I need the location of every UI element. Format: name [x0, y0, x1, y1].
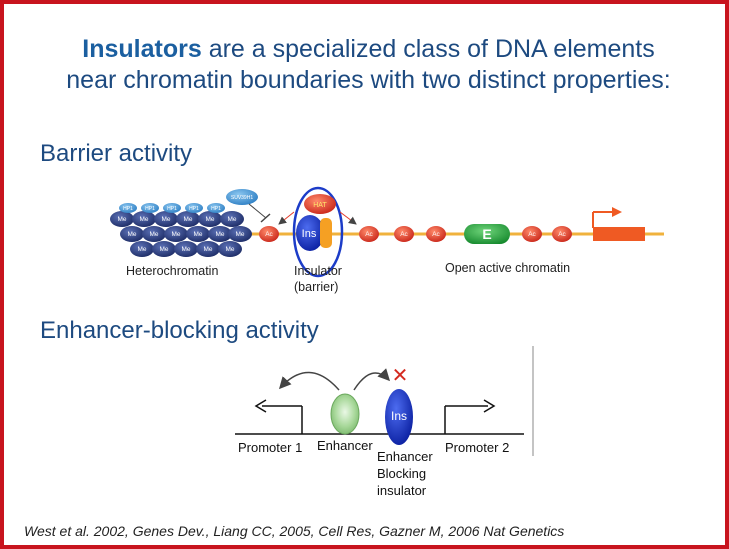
nucleosome [110, 211, 252, 257]
svg-text:Me: Me [117, 216, 126, 223]
heterochromatin-cluster: Me Me Me Me Me Me Me Me Me Me Me Me Me M… [110, 189, 258, 257]
svg-text:HP1: HP1 [145, 206, 155, 212]
barrier-diagram: Me Me Me Me Me Me Me Me Me Me Me Me Me M… [110, 186, 664, 278]
suv39h1-protein [226, 189, 258, 205]
citation: West et al. 2002, Genes Dev., Liang CC, … [24, 523, 565, 539]
title-line-1-rest: are a specialized class of DNA elements [208, 35, 655, 63]
ins-label: Ins [302, 228, 317, 240]
svg-text:Me: Me [203, 246, 212, 253]
eb-ins-label: Ins [391, 409, 407, 423]
svg-text:HP1: HP1 [189, 206, 199, 212]
svg-text:Me: Me [181, 246, 190, 253]
title-line-1: Insulators are a specialized class of DN… [4, 34, 725, 65]
hat-arrow-right [339, 211, 357, 225]
barrier-insulator: HAT Ins [292, 186, 344, 278]
enhancer-element [464, 224, 510, 244]
eb-insulator-oval [385, 389, 413, 445]
promoter-arrow-icon [612, 207, 622, 217]
svg-text:Me: Me [171, 231, 180, 238]
svg-text:Me: Me [127, 231, 136, 238]
heterochromatin-label: Heterochromatin [126, 264, 219, 278]
svg-text:Me: Me [139, 216, 148, 223]
svg-text:Me: Me [159, 246, 168, 253]
hat-arrow-left [278, 211, 295, 225]
svg-text:Me: Me [235, 231, 244, 238]
promoter1-label: Promoter 1 [238, 440, 303, 455]
svg-text:Me: Me [193, 231, 202, 238]
ins-protein [296, 215, 324, 251]
promoter2-label: Promoter 2 [445, 440, 510, 455]
hat-label: HAT [313, 202, 327, 209]
open-chromatin-label: Open active chromatin [445, 261, 571, 275]
nucleosome-labels: Me Me Me Me Me Me Me Me Me Me Me Me Me M… [117, 216, 244, 253]
promoter1-arrow-icon [254, 399, 267, 413]
svg-text:HP1: HP1 [123, 206, 133, 212]
svg-text:Me: Me [137, 246, 146, 253]
blocking-line3: insulator [377, 483, 427, 498]
suv39h1-label: SUV39H1 [231, 195, 253, 201]
blocking-line1: Enhancer [377, 449, 433, 464]
promoter2-arrow-icon [483, 399, 496, 413]
svg-text:Ac: Ac [432, 231, 440, 238]
enhancer-blocking-diagram: Ins ✕ [235, 346, 534, 456]
hp1-proteins: HP1 HP1 HP1 HP1 HP1 [119, 203, 225, 213]
acetyl-marks: Ac Ac Ac Ac Ac Ac [259, 226, 572, 242]
insulator-label-line2: (barrier) [294, 280, 339, 294]
insulator-yellow-part [320, 218, 332, 248]
enhancer-blocking-heading: Enhancer-blocking activity [40, 317, 319, 344]
gene-body [593, 227, 645, 241]
enhancer-oval [330, 393, 360, 435]
svg-text:Ac: Ac [558, 231, 566, 238]
svg-text:Me: Me [149, 231, 158, 238]
svg-text:Me: Me [183, 216, 192, 223]
insulator-label: Insulator (barrier) [294, 263, 342, 295]
blocking-insulator-label: Enhancer Blocking insulator [377, 448, 433, 499]
svg-text:HP1: HP1 [167, 206, 177, 212]
enhancer-to-promoter1-arrow [278, 371, 340, 391]
svg-text:Me: Me [205, 216, 214, 223]
blocking-line2: Blocking [377, 466, 427, 481]
enhancer-label: E [482, 226, 491, 242]
svg-text:HP1: HP1 [211, 206, 221, 212]
svg-text:Me: Me [161, 216, 170, 223]
slide-title: Insulators are a specialized class of DN… [4, 34, 725, 96]
svg-text:Me: Me [227, 216, 236, 223]
svg-text:Me: Me [215, 231, 224, 238]
svg-text:Me: Me [225, 246, 234, 253]
spread-block-bar [260, 213, 271, 223]
insulator-outline [292, 186, 344, 278]
block-mark-icon: ✕ [392, 363, 409, 387]
svg-text:Ac: Ac [400, 231, 408, 238]
spread-block-line [248, 203, 267, 219]
enhancer-text-label: Enhancer [317, 438, 373, 453]
enhancer-blocked-arrow [353, 368, 391, 391]
svg-text:Ac: Ac [365, 231, 373, 238]
title-line-2: near chromatin boundaries with two disti… [66, 66, 671, 94]
svg-text:Ac: Ac [528, 231, 536, 238]
svg-text:Ac: Ac [265, 231, 273, 238]
hat-protein [304, 194, 336, 214]
diagram-canvas: Me Me Me Me Me Me Me Me Me Me Me Me Me M… [110, 186, 664, 456]
title-emphasis: Insulators [82, 35, 202, 63]
insulator-label-line1: Insulator [294, 264, 342, 278]
barrier-heading: Barrier activity [40, 140, 193, 167]
